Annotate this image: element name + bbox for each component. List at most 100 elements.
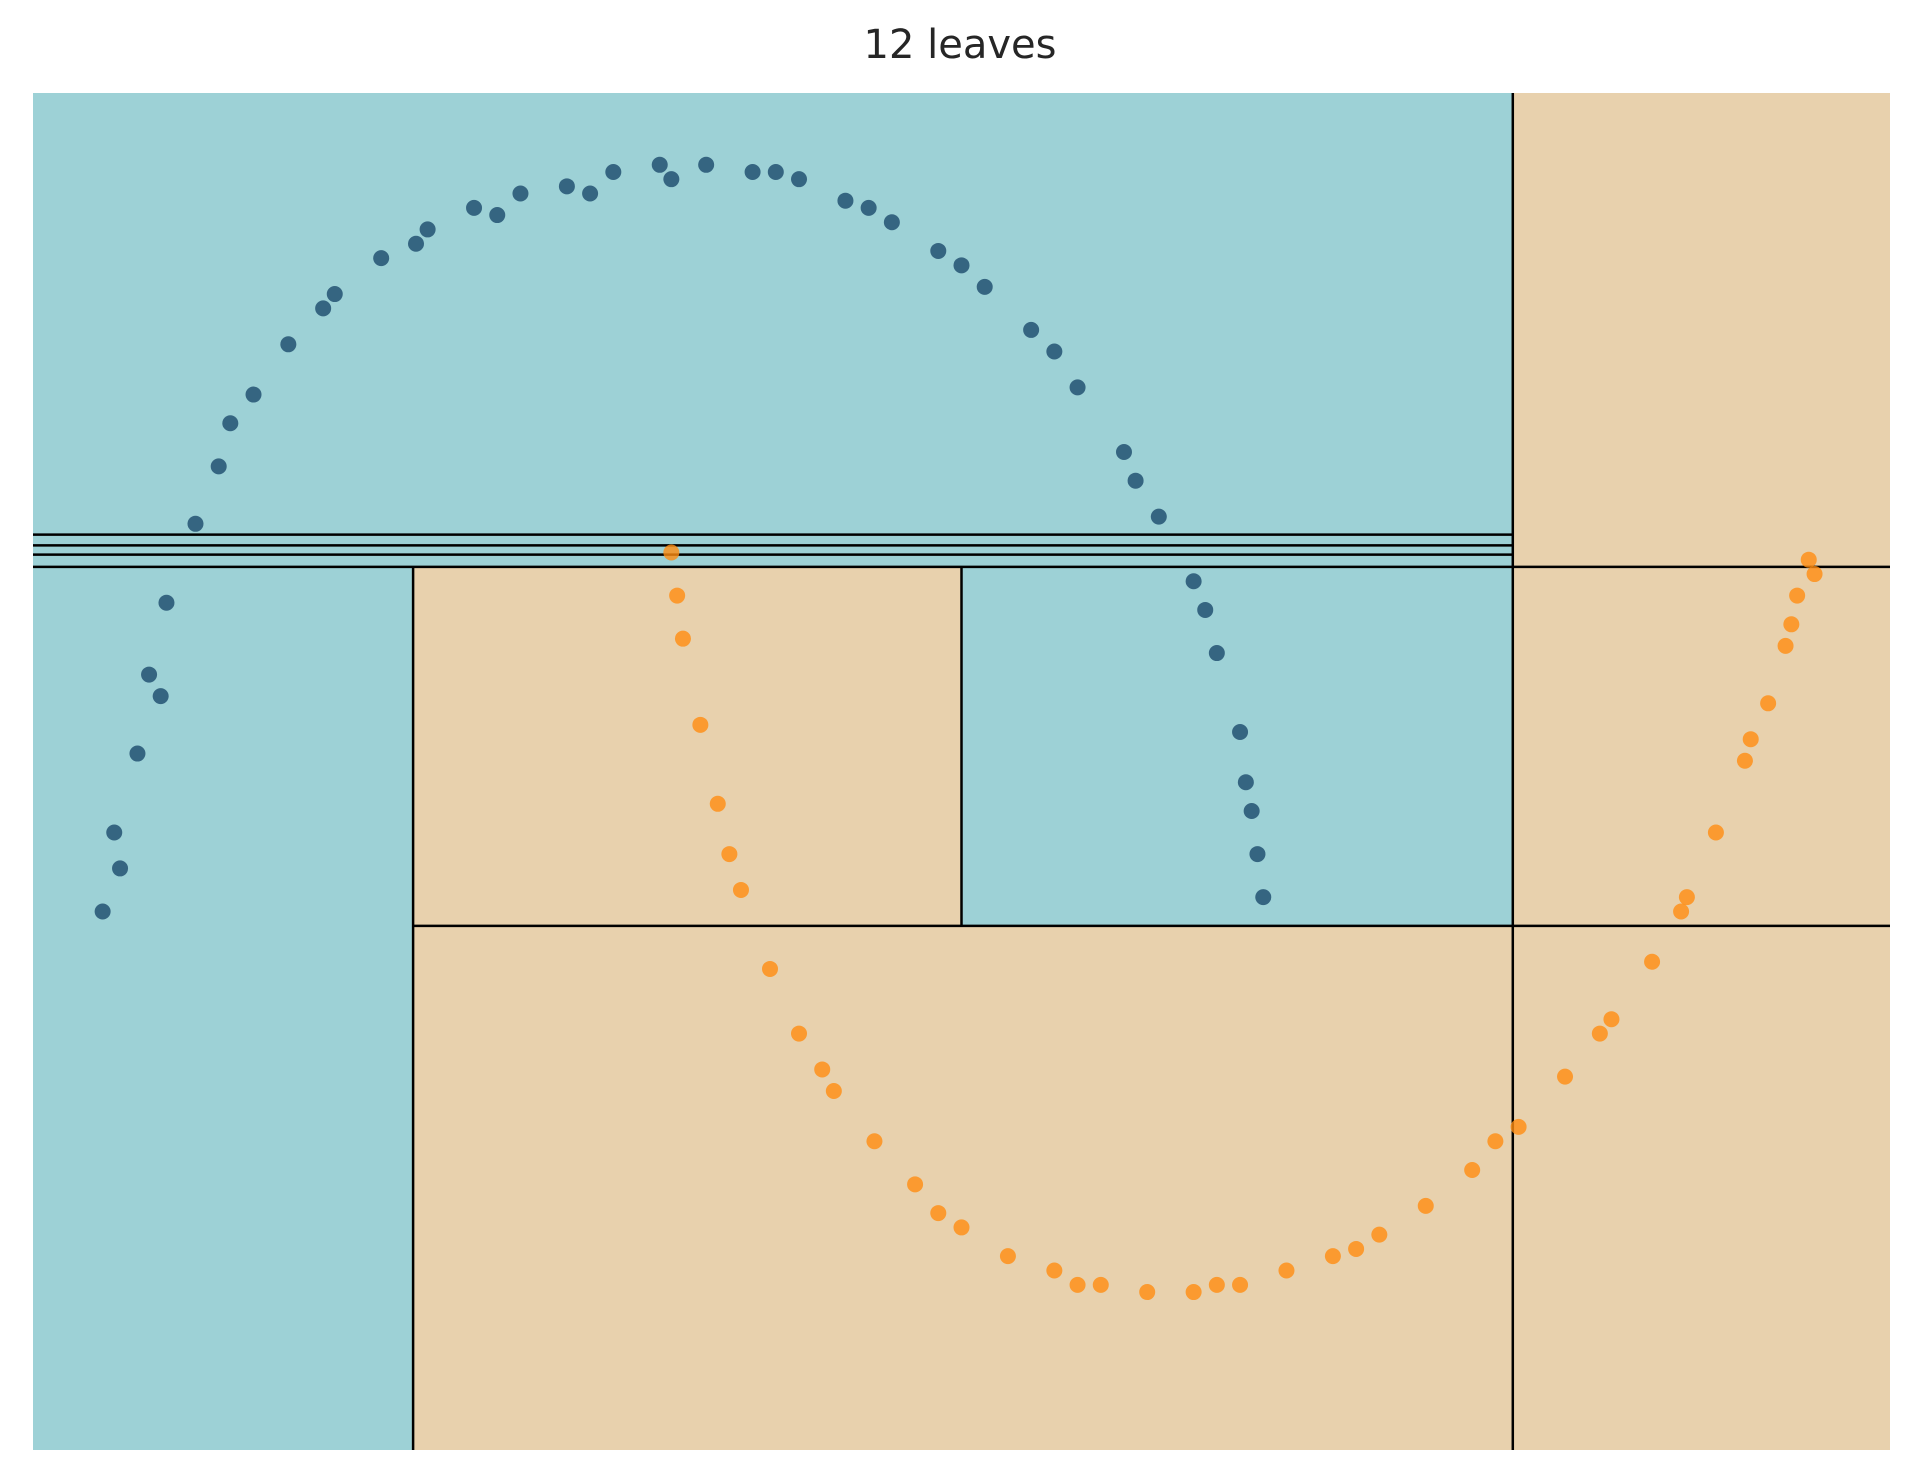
class-1-point [791, 1025, 808, 1042]
class-1-point [1644, 953, 1661, 970]
class-0-point [930, 242, 947, 259]
class-1-point [692, 716, 709, 733]
class-0-point [141, 666, 158, 683]
leaf-region-7 [413, 925, 1890, 1450]
class-0-point [767, 163, 784, 180]
class-1-point [1777, 637, 1794, 654]
class-0-point [1127, 472, 1144, 489]
class-1-point [1232, 1276, 1249, 1293]
class-1-point [674, 630, 691, 647]
class-1-point [1742, 731, 1759, 748]
class-1-point [1092, 1276, 1109, 1293]
class-0-point [605, 163, 622, 180]
class-1-point [663, 544, 680, 561]
class-0-point [326, 286, 343, 303]
class-0-point [158, 594, 175, 611]
class-0-point [1023, 321, 1040, 338]
class-1-point [1046, 1262, 1063, 1279]
class-0-point [1197, 601, 1214, 618]
class-0-point [94, 903, 111, 920]
class-1-point [907, 1176, 924, 1193]
class-0-point [112, 860, 129, 877]
class-0-point [883, 214, 900, 231]
class-1-point [1371, 1226, 1388, 1243]
class-0-point [210, 458, 227, 475]
class-0-point [222, 415, 239, 432]
split-lines [33, 93, 1890, 1450]
scatter-points [94, 156, 1823, 1301]
class-0-point [953, 257, 970, 274]
class-1-point [1760, 695, 1777, 712]
class-0-point [1046, 343, 1063, 360]
class-1-point [761, 960, 778, 977]
class-0-point [373, 250, 390, 267]
class-1-point [1069, 1276, 1086, 1293]
leaf-region-6 [1512, 566, 1890, 926]
class-0-point [1069, 379, 1086, 396]
class-1-point [1603, 1011, 1620, 1028]
class-0-point [663, 171, 680, 188]
class-1-point [1789, 587, 1806, 604]
leaf-region-5 [961, 566, 1513, 926]
class-1-point [866, 1133, 883, 1150]
class-1-point [930, 1205, 947, 1222]
class-1-point [953, 1219, 970, 1236]
class-1-point [721, 846, 738, 863]
class-0-point [837, 192, 854, 209]
class-0-point [1208, 645, 1225, 662]
class-1-point [1783, 616, 1800, 633]
class-0-point [489, 207, 506, 224]
class-0-point [152, 688, 169, 705]
class-1-point [1464, 1161, 1481, 1178]
class-0-point [1232, 724, 1249, 741]
class-1-point [1673, 903, 1690, 920]
class-0-point [1185, 573, 1202, 590]
class-0-point [419, 221, 436, 238]
chart-title: 12 leaves [863, 22, 1057, 68]
class-1-point [1707, 824, 1724, 841]
class-0-point [698, 156, 715, 173]
class-0-point [744, 163, 761, 180]
class-1-point [1185, 1284, 1202, 1301]
class-1-point [1278, 1262, 1295, 1279]
class-0-point [1237, 774, 1254, 791]
class-0-point [976, 278, 993, 295]
class-1-point [1208, 1276, 1225, 1293]
leaf-region-2 [1512, 93, 1890, 567]
class-0-point [408, 235, 425, 252]
class-1-point [1139, 1284, 1156, 1301]
class-1-point [1557, 1068, 1574, 1085]
class-1-point [732, 881, 749, 898]
class-0-point [1243, 802, 1260, 819]
class-1-point [1510, 1118, 1527, 1135]
class-0-point [558, 178, 575, 195]
class-1-point [1800, 551, 1817, 568]
class-1-point [1591, 1025, 1608, 1042]
class-0-point [106, 824, 123, 841]
class-1-point [1678, 889, 1695, 906]
class-0-point [466, 199, 483, 216]
class-0-point [582, 185, 599, 202]
class-1-point [1417, 1197, 1434, 1214]
class-0-point [860, 199, 877, 216]
class-0-point [1255, 889, 1272, 906]
class-1-point [825, 1083, 842, 1100]
class-0-point [651, 156, 668, 173]
class-1-point [1806, 566, 1823, 583]
class-0-point [1249, 846, 1266, 863]
leaf-region-3 [33, 566, 414, 1450]
class-1-point [1348, 1240, 1365, 1257]
class-0-point [187, 515, 204, 532]
class-0-point [791, 171, 808, 188]
class-0-point [512, 185, 529, 202]
class-0-point [315, 300, 332, 317]
class-0-point [1115, 443, 1132, 460]
leaf-region-1 [33, 93, 1513, 567]
class-0-point [280, 336, 297, 353]
class-1-point [1487, 1133, 1504, 1150]
class-1-point [814, 1061, 831, 1078]
class-0-point [245, 386, 262, 403]
class-1-point [1324, 1248, 1341, 1265]
leaf-region-4 [413, 566, 962, 926]
